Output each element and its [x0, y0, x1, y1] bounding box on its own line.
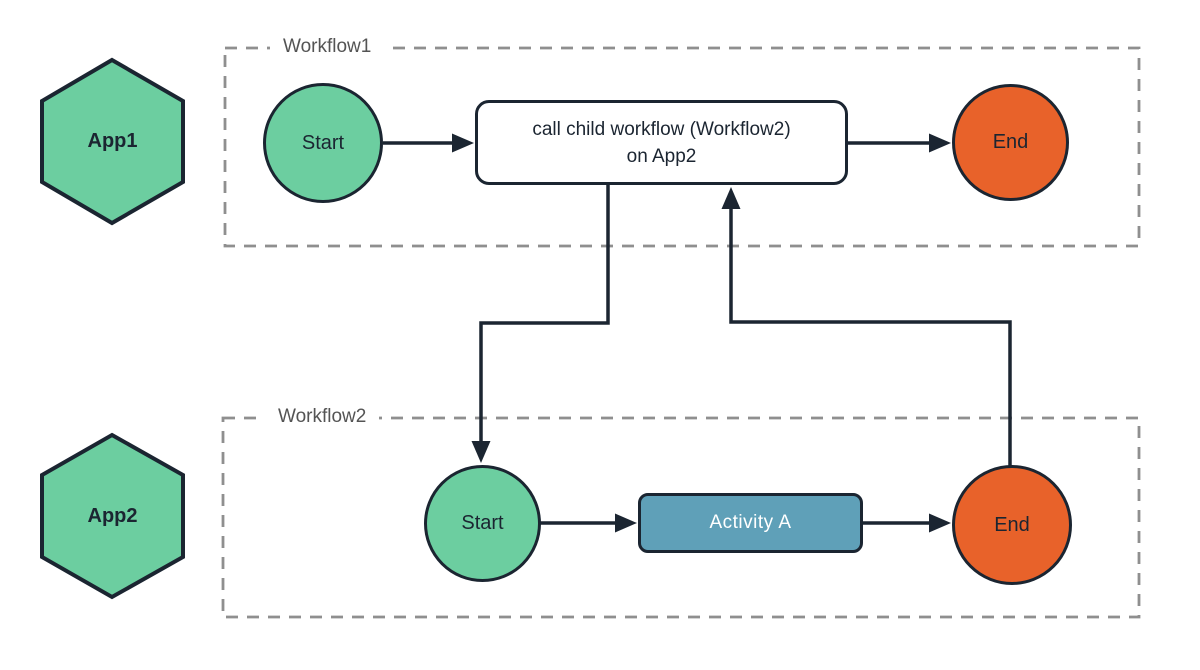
call-child-workflow-node: call child workflow (Workflow2) on App2 — [475, 100, 848, 185]
workflow2-boundary — [221, 416, 1141, 619]
arrow-end2-to-call-line — [729, 209, 1012, 467]
workflow2-label: Workflow2 — [265, 404, 380, 430]
workflow2-start-node: Start — [424, 465, 541, 582]
arrow-call-to-start2-line — [479, 183, 610, 441]
arrowhead-call-to-end1 — [929, 133, 951, 153]
arrowhead-activity-to-end2 — [929, 513, 951, 533]
call-node-line2: on App2 — [626, 145, 697, 167]
call-node-line1: call child workflow (Workflow2) — [532, 118, 791, 140]
workflow1-end-label: End — [992, 131, 1029, 153]
arrowhead-start1-to-call — [452, 133, 474, 153]
arrowhead-end2-to-call — [721, 187, 741, 209]
app1-label: App1 — [87, 130, 138, 152]
workflow1-start-node: Start — [263, 83, 383, 203]
workflow1-boundary — [223, 46, 1141, 248]
workflow2-start-label: Start — [461, 512, 504, 534]
workflow2-end-node: End — [952, 465, 1072, 585]
app2-label: App2 — [87, 505, 138, 527]
connector-arrowheads — [452, 133, 951, 533]
app1-hexagon — [40, 57, 185, 226]
activity-a-label: Activity A — [709, 512, 792, 533]
activity-a-node: Activity A — [638, 493, 863, 553]
workflow2-end-label: End — [994, 513, 1030, 536]
arrowhead-start2-to-activity — [615, 513, 637, 533]
app2-hexagon — [40, 432, 185, 600]
workflow1-start-label: Start — [301, 131, 345, 154]
arrowhead-call-to-start2 — [471, 441, 491, 463]
workflow1-end-node: End — [952, 84, 1069, 201]
workflow1-label: Workflow1 — [270, 34, 385, 60]
connector-lines — [383, 141, 1012, 525]
